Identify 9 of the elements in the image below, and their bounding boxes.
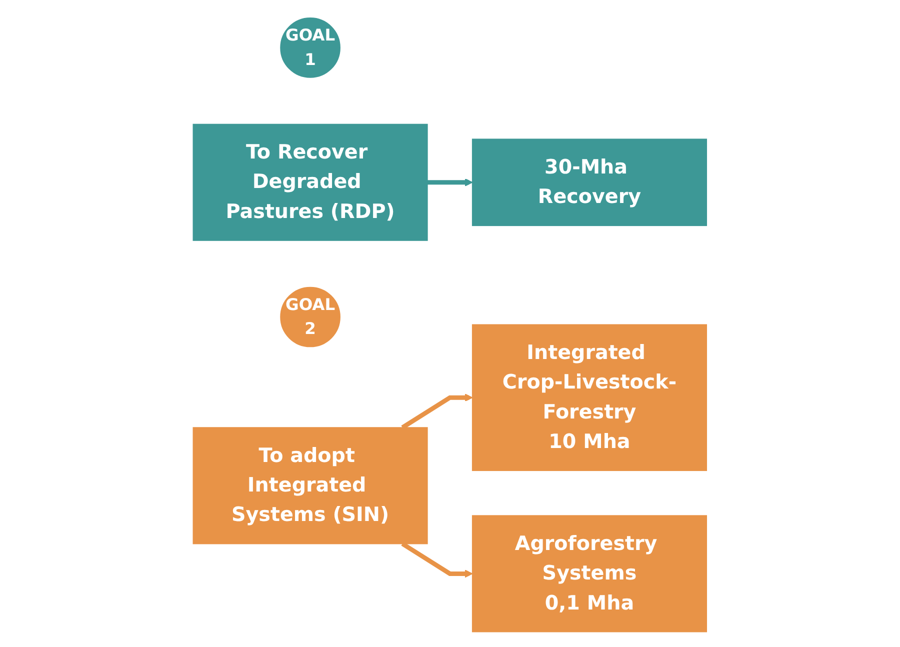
node-circle: GOAL 2 (278, 284, 344, 350)
arrow (427, 178, 473, 186)
node-box: To Recover Degraded Pastures (RDP) (192, 123, 428, 240)
arrow (401, 393, 473, 429)
arrow (401, 541, 473, 578)
node-box: Agroforestry Systems 0,1 Mha (472, 514, 708, 632)
node-box: Integrated Crop-Livestock-Forestry 10 Mha (472, 324, 708, 471)
node-box: 30-Mha Recovery (472, 138, 708, 226)
node-box: To adopt Integrated Systems (SIN) (192, 426, 428, 544)
